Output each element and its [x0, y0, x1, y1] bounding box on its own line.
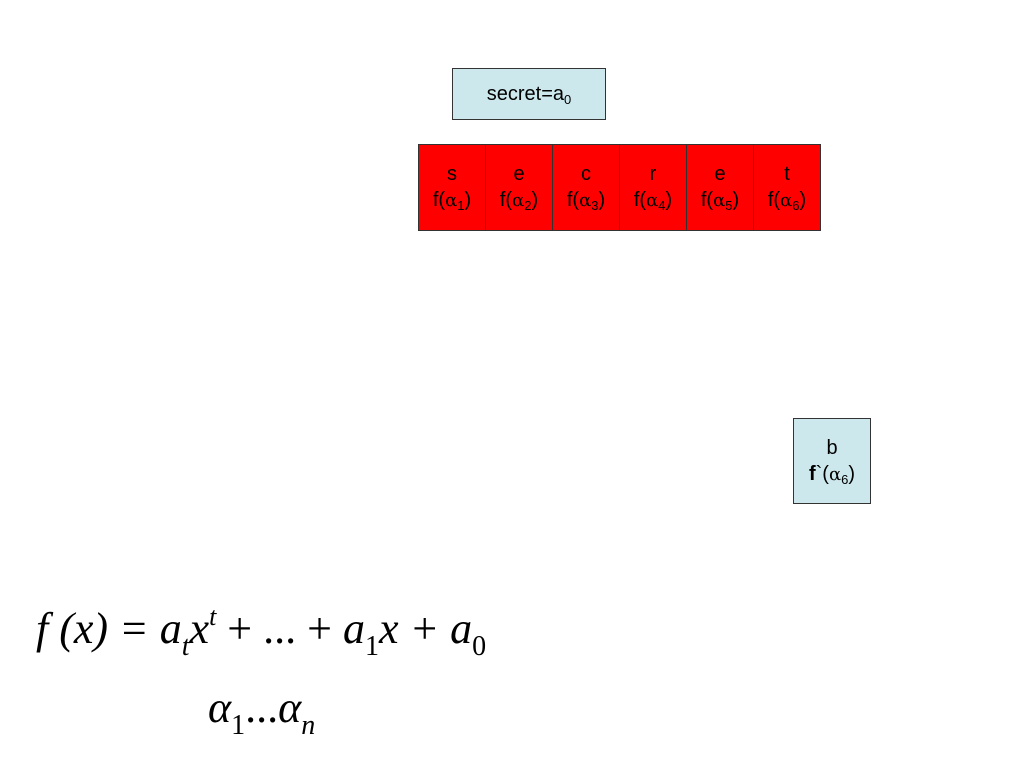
share-cell: s f(α1) [418, 144, 486, 231]
share-value: f(α4) [633, 189, 673, 213]
share-letter: e [513, 163, 525, 185]
share-letter: t [784, 163, 790, 185]
secret-label: secret=a0 [486, 83, 572, 107]
alpha-range: α1...αn [208, 683, 316, 741]
share-letter: c [581, 163, 591, 185]
b-letter: b [826, 436, 838, 459]
share-cell: r f(α4) [619, 144, 687, 231]
share-value: f(α3) [566, 189, 606, 213]
share-value: f(α5) [700, 189, 740, 213]
share-letter: r [649, 163, 657, 185]
share-letter: s [447, 163, 457, 185]
polynomial-formula: f (x) = atxt + ... + a1x + a0 [36, 602, 487, 662]
share-cell: c f(α3) [552, 144, 620, 231]
b-box: b f`(α6) [793, 418, 871, 504]
share-value: f(α6) [767, 189, 807, 213]
share-letter: e [714, 163, 726, 185]
share-cell: e f(α2) [485, 144, 553, 231]
share-cell: e f(α5) [686, 144, 754, 231]
share-row: s f(α1) e f(α2) c f(α3) r f(α4) e f(α5) … [418, 144, 821, 231]
share-cell: t f(α6) [753, 144, 821, 231]
share-value: f(α1) [432, 189, 472, 213]
b-value: f`(α6) [808, 462, 856, 487]
share-value: f(α2) [499, 189, 539, 213]
secret-box: secret=a0 [452, 68, 606, 120]
